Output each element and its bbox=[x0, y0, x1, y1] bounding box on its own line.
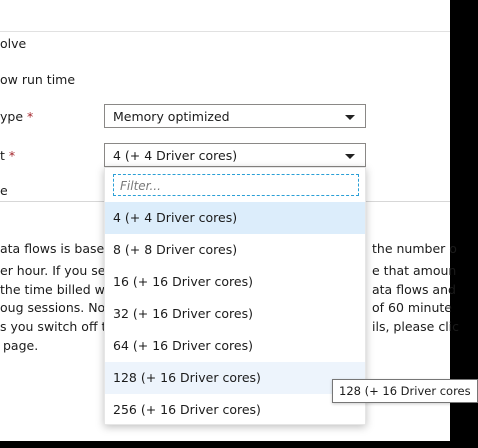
top-band bbox=[0, 0, 450, 32]
chevron-down-icon bbox=[345, 154, 355, 159]
description-line: ata flows is base bbox=[0, 241, 105, 256]
dropdown-option[interactable]: 4 (+ 4 Driver cores) bbox=[105, 202, 365, 234]
core-count-value: 4 (+ 4 Driver cores) bbox=[113, 148, 238, 163]
required-mark: * bbox=[8, 148, 16, 163]
description-line: of 60 minute bbox=[372, 300, 452, 315]
dropdown-option[interactable]: 128 (+ 16 Driver cores) bbox=[105, 362, 365, 394]
description-line: ata flows and bbox=[372, 282, 456, 297]
dropdown-option[interactable]: 16 (+ 16 Driver cores) bbox=[113, 274, 253, 289]
core-count-label: t * bbox=[0, 148, 16, 163]
description-line: the number o bbox=[372, 241, 457, 256]
dropdown-option[interactable]: 64 (+ 16 Driver cores) bbox=[113, 338, 253, 353]
filter-box[interactable] bbox=[113, 174, 359, 196]
filter-input[interactable] bbox=[118, 176, 358, 196]
chevron-down-icon bbox=[345, 115, 355, 120]
description-line: oug sessions. Not bbox=[0, 300, 111, 315]
partial-label: e bbox=[0, 183, 8, 198]
description-line: page. bbox=[3, 338, 39, 353]
dropdown-option[interactable]: 256 (+ 16 Driver cores) bbox=[113, 402, 261, 417]
core-count-select[interactable]: 4 (+ 4 Driver cores) bbox=[104, 143, 366, 167]
compute-type-value: Memory optimized bbox=[113, 109, 230, 124]
dropdown-option[interactable]: 32 (+ 16 Driver cores) bbox=[113, 306, 253, 321]
description-line: the time billed w bbox=[0, 282, 105, 297]
option-tooltip: 128 (+ 16 Driver cores bbox=[332, 379, 478, 403]
description-line: s you switch off th bbox=[0, 319, 115, 334]
required-mark: * bbox=[27, 109, 34, 124]
compute-type-label: ype * bbox=[0, 109, 34, 124]
description-line: er hour. If you set bbox=[0, 263, 111, 278]
dropdown-option[interactable]: 8 (+ 8 Driver cores) bbox=[113, 242, 238, 257]
description-line: ils, please clic bbox=[372, 319, 460, 334]
core-count-dropdown: 4 (+ 4 Driver cores) 8 (+ 8 Driver cores)… bbox=[104, 167, 366, 425]
compute-type-select[interactable]: Memory optimized bbox=[104, 104, 366, 128]
resolve-text: olve bbox=[0, 36, 27, 51]
flow-run-time-label: ow run time bbox=[0, 72, 76, 87]
description-line: e that amoun bbox=[372, 263, 457, 278]
